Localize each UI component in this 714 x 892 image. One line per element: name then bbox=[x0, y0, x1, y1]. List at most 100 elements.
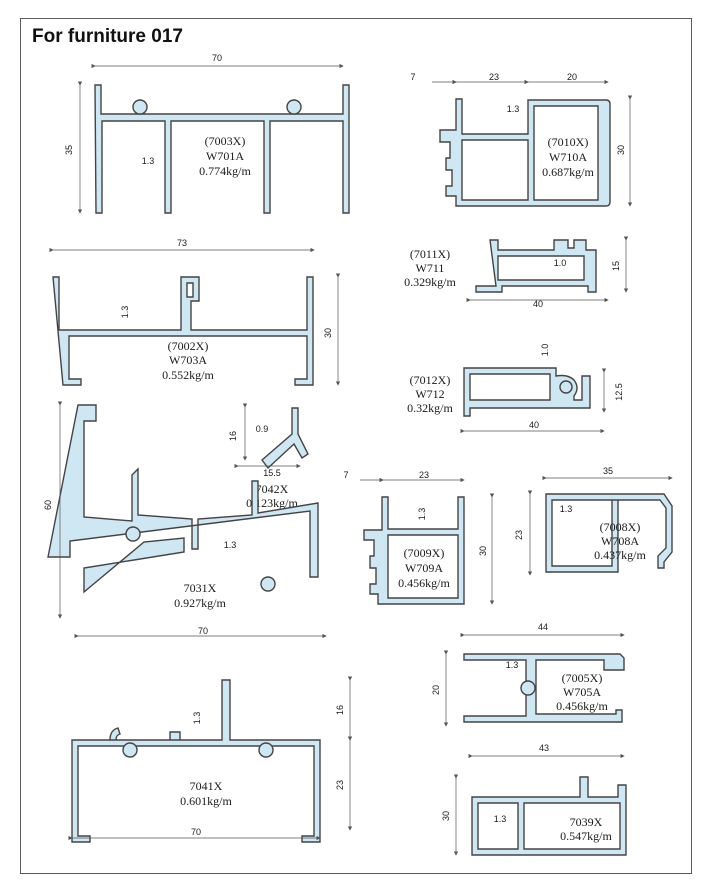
p7012-width: 40 bbox=[529, 420, 539, 430]
p7042-weight: 0.123kg/m bbox=[246, 496, 298, 510]
p7012-weight: 0.32kg/m bbox=[407, 401, 453, 415]
p7002-wall: 1.3 bbox=[120, 306, 130, 319]
p7002-code: (7002X) bbox=[168, 339, 209, 353]
p7009-code: (7009X) bbox=[404, 546, 445, 560]
p7003-height: 35 bbox=[64, 145, 74, 155]
p7002-weight: 0.552kg/m bbox=[162, 368, 214, 382]
p7011-code: (7011X) bbox=[410, 247, 450, 261]
profile-7042x-shape bbox=[261, 407, 309, 470]
p7003-width: 70 bbox=[212, 53, 222, 63]
p7031-height: 60 bbox=[43, 500, 53, 510]
p7042-height: 16 bbox=[228, 431, 238, 441]
p7009-weight: 0.456kg/m bbox=[398, 576, 450, 590]
p7011-wall: 1.0 bbox=[554, 258, 567, 268]
p7042-wall: 0.9 bbox=[256, 424, 269, 434]
p7041-wall: 1.3 bbox=[192, 712, 202, 725]
p7003-wall: 1.3 bbox=[142, 156, 155, 166]
profile-7005x-shape bbox=[463, 653, 625, 723]
p7003-code: (7003X) bbox=[205, 134, 246, 148]
p7009-model: W709A bbox=[405, 561, 443, 575]
profile-7041x-clip-left bbox=[122, 742, 138, 758]
p7010-c: 20 bbox=[567, 72, 577, 82]
p7039-wall: 1.3 bbox=[494, 814, 507, 824]
p7011-model: W711 bbox=[416, 261, 445, 275]
p7041-h2: 23 bbox=[335, 780, 345, 790]
profile-7012x-clip bbox=[559, 380, 573, 394]
p7008-wall: 1.3 bbox=[560, 504, 573, 514]
p7041-weight: 0.601kg/m bbox=[180, 794, 232, 808]
p7008-height: 23 bbox=[514, 530, 524, 540]
p7008-width: 35 bbox=[603, 466, 613, 476]
p7009-height: 30 bbox=[478, 546, 488, 556]
p7031-weight: 0.927kg/m bbox=[174, 596, 226, 610]
p7003-model: W701A bbox=[206, 149, 244, 163]
profile-7002x: 73 30 1.3 (7002X) W703A 0.552kg/m bbox=[49, 238, 341, 386]
profile-7005x: 44 20 1.3 (7005X) W705A 0.456kg/m bbox=[431, 622, 625, 727]
p7009-wall: 1.3 bbox=[417, 508, 427, 521]
p7041-width: 70 bbox=[191, 827, 201, 837]
p7012-code: (7012X) bbox=[410, 373, 451, 387]
profile-7041x-clip-right bbox=[258, 742, 274, 758]
profile-7009x-shape bbox=[363, 496, 465, 605]
profile-7041x: 70 16 23 1.3 7041X 0.601kg/m bbox=[68, 676, 353, 843]
p7008-code: (7008X) bbox=[600, 520, 641, 534]
p7002-width: 73 bbox=[177, 238, 187, 248]
p7005-code: (7005X) bbox=[562, 671, 603, 685]
p7011-height: 15 bbox=[611, 261, 621, 271]
p7012-height: 12.5 bbox=[614, 383, 624, 401]
profile-7031x-clip-right bbox=[260, 576, 276, 592]
profile-7008x-shape bbox=[545, 493, 673, 573]
p7005-weight: 0.456kg/m bbox=[556, 699, 608, 713]
p7031-wall: 1.3 bbox=[224, 540, 237, 550]
p7003-weight: 0.774kg/m bbox=[199, 164, 251, 178]
p7009-width: 23 bbox=[419, 470, 429, 480]
p7012-wall: 1.0 bbox=[540, 344, 550, 357]
p7002-height: 30 bbox=[323, 328, 333, 338]
p7039-width: 43 bbox=[539, 743, 549, 753]
p7005-wall: 1.3 bbox=[506, 660, 519, 670]
profile-7003x-clip-left bbox=[132, 99, 148, 115]
p7010-code: (7010X) bbox=[548, 135, 589, 149]
p7011-weight: 0.329kg/m bbox=[404, 275, 456, 289]
profile-7042x: 16 15.5 0.9 7042X 0.123kg/m bbox=[228, 403, 309, 510]
p7010-a: 7 bbox=[410, 72, 415, 82]
p7031-code: 7031X bbox=[184, 581, 217, 595]
p7008-model: W708A bbox=[601, 534, 639, 548]
p7005-model: W705A bbox=[563, 685, 601, 699]
profile-7005x-clip bbox=[520, 680, 536, 696]
p7002-model: W703A bbox=[169, 353, 207, 367]
profile-7003x-shape bbox=[94, 84, 350, 214]
p7010-height: 30 bbox=[616, 145, 626, 155]
p7008-weight: 0.437kg/m bbox=[594, 548, 646, 562]
p7010-wall: 1.3 bbox=[507, 104, 520, 114]
p7005-width: 44 bbox=[538, 622, 548, 632]
p7010-model: W710A bbox=[549, 150, 587, 164]
p7039-code: 7039X bbox=[570, 815, 603, 829]
profile-7039x: 43 30 1.3 7039X 0.547kg/m bbox=[441, 743, 627, 856]
drawing-frame bbox=[20, 18, 692, 874]
profile-7012x-shape bbox=[463, 367, 591, 417]
p7039-weight: 0.547kg/m bbox=[560, 829, 612, 843]
profile-7031x-shape bbox=[47, 404, 319, 594]
profile-7010x-shape bbox=[439, 98, 611, 207]
p7041-h1: 16 bbox=[335, 705, 345, 715]
p7010-weight: 0.687kg/m bbox=[542, 165, 594, 179]
profile-7009x: 7 23 30 1.3 (7009X) W709A 0.456kg/m bbox=[343, 470, 495, 605]
profile-7041x-shape bbox=[71, 679, 321, 843]
profile-7031x-clip-left bbox=[125, 526, 141, 542]
page-title: For furniture 017 bbox=[32, 26, 183, 47]
p7010-b: 23 bbox=[489, 72, 499, 82]
profile-7011x: 40 15 1.0 (7011X) W711 0.329kg/m bbox=[404, 236, 629, 309]
p7041-code: 7041X bbox=[190, 779, 223, 793]
p7012-model: W712 bbox=[415, 387, 444, 401]
p7042-width: 15.5 bbox=[263, 468, 281, 478]
profile-7010x: 7 23 20 30 1.3 (7010X) W710A 0.687kg/m bbox=[410, 72, 633, 207]
profile-7008x: 35 23 1.3 (7008X) W708A 0.437kg/m bbox=[514, 466, 673, 576]
p7005-height: 20 bbox=[431, 685, 441, 695]
profile-7003x: 70 35 1.3 (7003X) W701A 0.774kg/m bbox=[64, 53, 350, 214]
profile-7011x-shape bbox=[475, 239, 597, 293]
profile-7003x-clip-right bbox=[286, 99, 302, 115]
profile-7039x-shape bbox=[471, 776, 627, 856]
p7009-a: 7 bbox=[343, 470, 348, 480]
